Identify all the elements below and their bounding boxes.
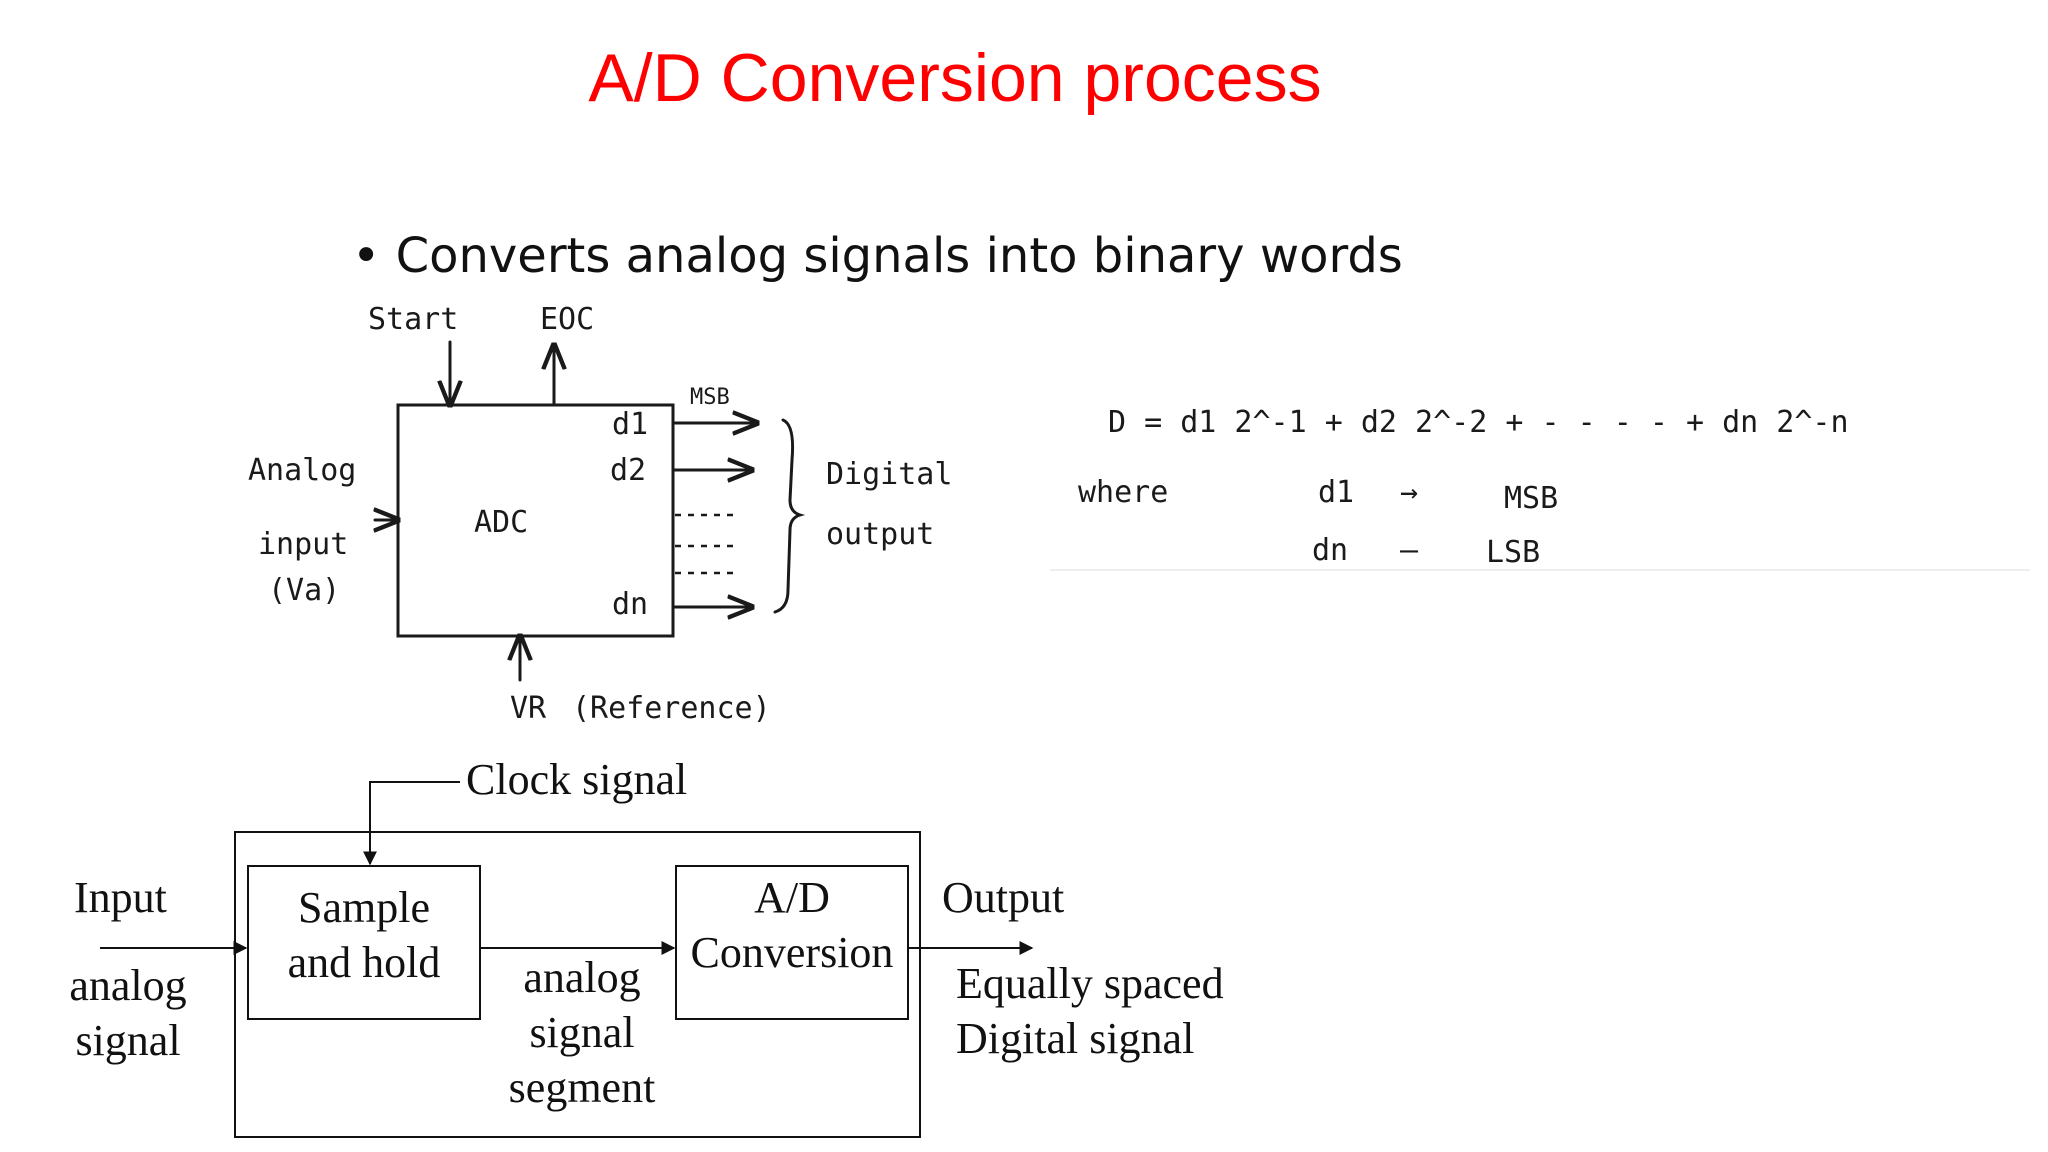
eoc-label: EOC [540,302,595,337]
segment-label: analog signal segment [508,953,656,1112]
bullet-text: Converts analog signals into binary word… [395,228,1403,284]
adc-label: ADC [474,505,529,540]
d2-label: d2 [610,453,647,488]
sample-hold-label: Sample and hold [287,883,441,987]
clock-arrow [363,781,460,866]
output-label: output [826,517,935,552]
bullet-point: • Converts analog signals into binary wo… [352,228,1403,284]
analog-label: Analog [248,453,357,488]
input-sub-label: analog signal [69,961,187,1065]
where-label: where [1078,475,1169,510]
where-arrow: → [1400,475,1419,510]
ad-conversion-label: A/D Conversion [690,873,894,977]
reference-label: (Reference) [572,691,771,726]
output-dots [675,513,738,575]
output-label-bd: Output [942,873,1065,922]
input-label-bd: Input [74,873,167,922]
dn-label: dn [612,587,649,622]
output-brace [773,418,806,614]
outer-box [234,831,921,1138]
vr-label: VR [510,691,547,726]
where-dash: — [1400,533,1419,568]
sample-hold-box [247,865,481,1020]
where-d1: d1 [1318,475,1355,510]
msb-top-label: MSB [690,385,730,410]
ad-box [675,865,909,1020]
lsb-label: LSB [1486,535,1541,570]
va-label: (Va) [268,573,341,608]
digital-label: Digital [826,457,953,492]
block-diagram-lines [100,781,1034,1138]
clock-signal-label: Clock signal [466,755,688,804]
d1-label: d1 [612,407,649,442]
input-label: input [258,527,349,562]
equation: D = d1 2^-1 + d2 2^-2 + - - - - + dn 2^-… [1108,405,1849,440]
slide-title: A/D Conversion process [588,40,1322,116]
adc-sketch-lines [373,340,806,682]
where-dn: dn [1312,533,1349,568]
output-sub-label: Equally spaced Digital signal [956,959,1224,1063]
start-label: Start [368,302,459,337]
msb-label: MSB [1504,481,1559,516]
